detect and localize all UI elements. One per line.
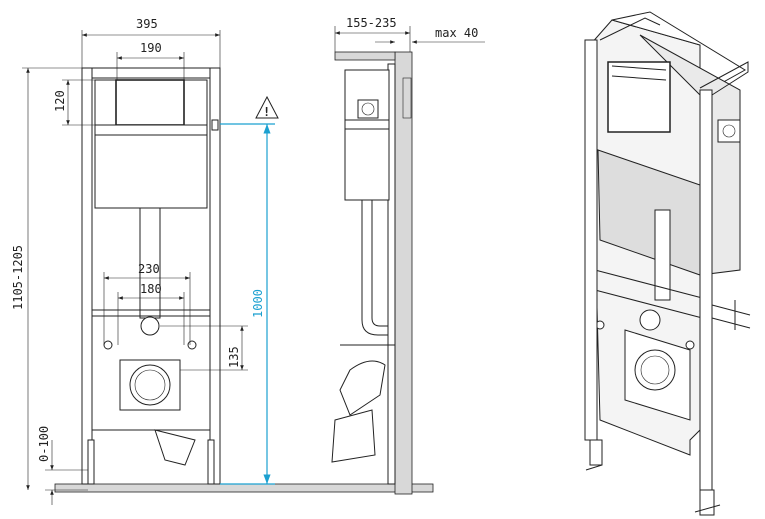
ceiling-slab	[334, 51, 396, 61]
side-drain-pipe	[331, 409, 376, 463]
right-bolt	[187, 340, 197, 350]
dim-bolt-outer: 230	[138, 262, 160, 276]
svg-text:!: !	[263, 105, 270, 119]
pipe-outlet	[140, 316, 160, 336]
side-view: 155-235 max 40	[331, 16, 485, 495]
top-rail	[81, 67, 221, 79]
cistern-lid	[94, 124, 208, 136]
drain-pipe	[154, 429, 196, 466]
dim-plate-width: 190	[140, 41, 162, 55]
isometric-view	[584, 11, 751, 516]
dim-foot-adjust: 0-100	[37, 426, 51, 462]
drain-elbow	[129, 364, 171, 406]
left-post	[81, 67, 93, 485]
warning-icon: !	[255, 95, 279, 119]
right-post	[209, 67, 221, 485]
floor	[54, 483, 434, 493]
side-drain-elbow	[339, 360, 386, 416]
left-bolt	[103, 340, 113, 350]
dim-depth-range: 155-235	[346, 16, 397, 30]
dim-wall-clearance: max 40	[435, 26, 478, 40]
dim-warning-height: 1000	[251, 289, 265, 318]
wall	[394, 51, 413, 495]
cistern	[94, 134, 208, 209]
dim-bolt-height: 135	[227, 346, 241, 368]
dim-height-range: 1105-1205	[11, 245, 25, 310]
flush-plate	[115, 79, 185, 126]
front-view: 395 190 120 1105-1205 230 180 135 1000 !…	[11, 17, 434, 505]
dim-width-total: 395	[136, 17, 158, 31]
fixing-clip	[211, 119, 219, 131]
dim-bolt-inner: 180	[140, 282, 162, 296]
side-cistern	[344, 69, 390, 201]
dim-plate-height: 120	[53, 90, 67, 112]
